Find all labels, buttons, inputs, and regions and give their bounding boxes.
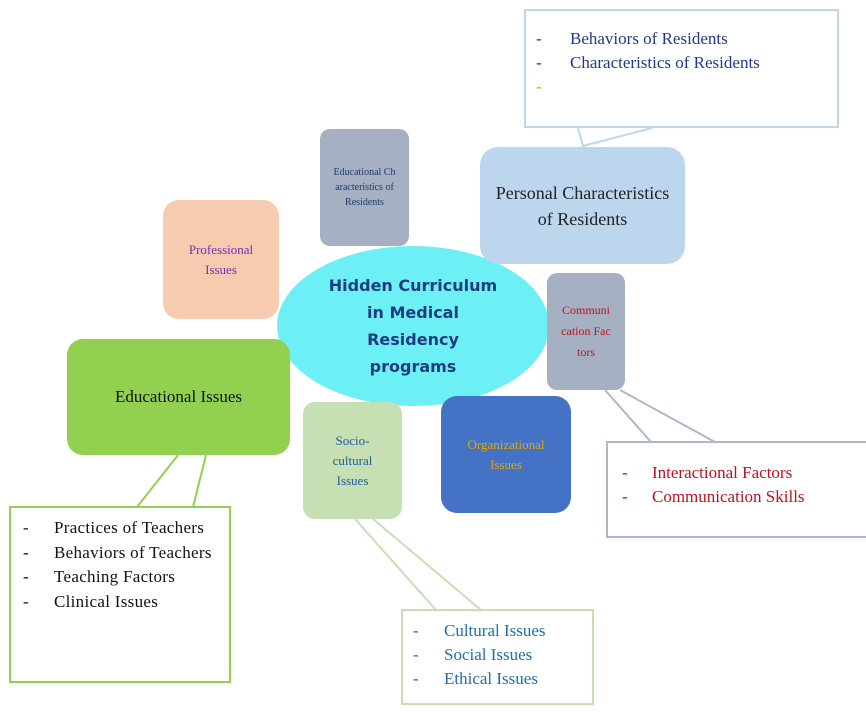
bullet-dash: - xyxy=(23,542,29,562)
node-label: Professional Issues xyxy=(188,241,254,277)
sociocultural-callout-pointer xyxy=(354,518,484,611)
bullet-dash: - xyxy=(622,463,628,482)
bullet-dash: - xyxy=(622,487,628,506)
list-item: -Communication Skills xyxy=(622,485,858,509)
list-item: -Behaviors of Teachers xyxy=(23,541,223,566)
bullet-dash: - xyxy=(23,518,29,537)
hidden-curriculum-center-node: Hidden Curriculum in Medical Residency p… xyxy=(277,246,549,406)
communication-factors-callout: -Interactional Factors -Communication Sk… xyxy=(606,441,866,538)
list-item: -Behaviors of Residents xyxy=(536,27,827,51)
communication-callout-pointer xyxy=(604,389,716,443)
list-item: -Ethical Issues xyxy=(413,667,586,691)
educational-callout-pointer xyxy=(134,454,207,508)
educational-issues-node: Educational Issues xyxy=(67,339,290,455)
list-item: -Interactional Factors xyxy=(622,461,858,485)
node-label: Communication Factors xyxy=(561,303,611,359)
organizational-issues-node: Organizational Issues xyxy=(441,396,571,513)
bullet-dash: - xyxy=(23,591,29,611)
educational-issues-callout: -Practices of Teachers -Behaviors of Tea… xyxy=(9,506,231,683)
list-item: -Social Issues xyxy=(413,643,586,667)
bullet-dash: - xyxy=(413,645,419,664)
personal-characteristics-node: Personal Characteristics of Residents xyxy=(480,147,685,264)
node-label: Personal Characteristics of Residents xyxy=(495,182,670,229)
bullet-dash: - xyxy=(413,669,419,688)
bullet-dash: - xyxy=(536,53,542,72)
educational-characteristics-node: Educational Characteristics of Residents xyxy=(320,129,409,246)
sociocultural-issues-callout: -Cultural Issues -Social Issues -Ethical… xyxy=(401,609,594,705)
bullet-dash: - xyxy=(23,567,29,586)
list-item: -Practices of Teachers xyxy=(23,516,223,541)
list-item: -Cultural Issues xyxy=(413,619,586,643)
bullet-dash: - xyxy=(536,77,542,96)
personal-characteristics-callout: -Behaviors of Residents -Characteristics… xyxy=(524,9,839,128)
personal-callout-pointer xyxy=(577,127,653,148)
sociocultural-issues-node: Socio-cultural Issues xyxy=(303,402,402,519)
list-item: -Clinical Issues xyxy=(23,590,223,615)
node-label: Educational Issues xyxy=(115,387,242,406)
node-label: Organizational Issues xyxy=(467,436,545,472)
center-node-label: Hidden Curriculum in Medical Residency p… xyxy=(328,276,498,376)
communication-factors-node: Communication Factors xyxy=(547,273,625,390)
professional-issues-node: Professional Issues xyxy=(163,200,279,319)
list-item: -Teaching Factors xyxy=(23,565,223,590)
node-label: Socio-cultural Issues xyxy=(332,432,373,488)
list-item: -Characteristics of Residents xyxy=(536,51,827,75)
node-label: Educational Characteristics of Residents xyxy=(333,167,396,208)
bullet-dash: - xyxy=(536,29,542,48)
bullet-dash: - xyxy=(413,621,419,640)
